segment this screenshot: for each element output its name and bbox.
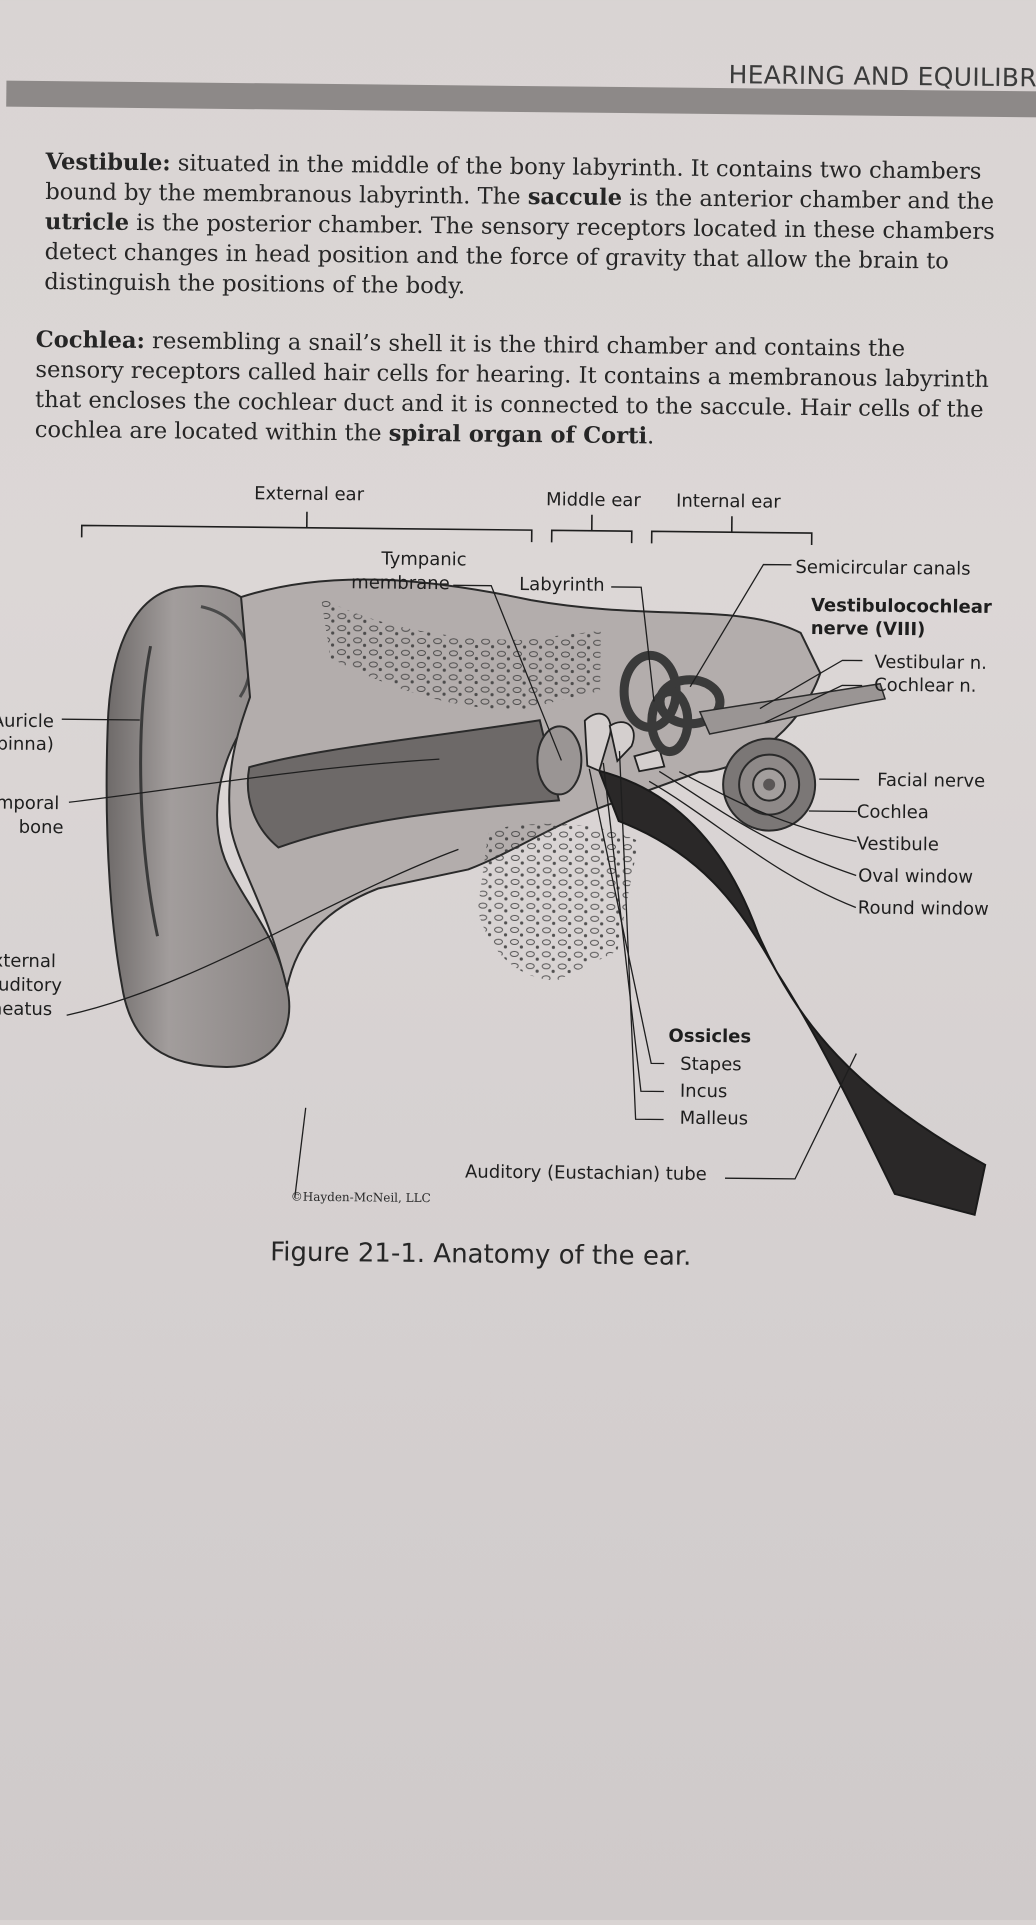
label-incus: Incus bbox=[679, 1080, 728, 1103]
vestibule-term: Vestibule: bbox=[45, 149, 171, 177]
label-tympanic-1: Tympanic bbox=[381, 548, 467, 571]
saccule-term: saccule bbox=[527, 184, 623, 212]
label-tympanic-2: membrane bbox=[351, 572, 450, 595]
ear-anatomy-illustration bbox=[61, 511, 987, 1217]
label-stapes: Stapes bbox=[680, 1053, 742, 1076]
label-temporal-1: Temporal bbox=[0, 792, 60, 815]
label-vestibulocochlear-2: nerve (VIII) bbox=[810, 618, 926, 641]
cochlea-text-2: . bbox=[646, 423, 655, 450]
label-cochlea: Cochlea bbox=[856, 801, 929, 824]
vestibule-paragraph: Vestibule: situated in the middle of the… bbox=[44, 147, 996, 307]
label-temporal-2: bone bbox=[18, 816, 64, 839]
label-eustachian-tube: Auditory (Eustachian) tube bbox=[464, 1161, 707, 1185]
cochlea-term: Cochlea: bbox=[35, 326, 146, 355]
organ-of-corti-term: spiral organ of Corti bbox=[388, 420, 648, 450]
label-vestibulocochlear-1: Vestibulocochlear bbox=[810, 595, 992, 618]
external-auditory-canal bbox=[246, 719, 561, 849]
label-cochlear-nerve: Cochlear n. bbox=[874, 674, 977, 697]
ossicles-shapes bbox=[583, 712, 666, 773]
vestibule-text-2: is the anterior chamber and the bbox=[621, 185, 995, 215]
label-auricle-1: Auricle bbox=[0, 710, 54, 733]
label-vestibule: Vestibule bbox=[856, 833, 939, 856]
label-facial-nerve: Facial nerve bbox=[877, 769, 986, 792]
label-ossicles: Ossicles bbox=[668, 1025, 752, 1048]
figure-caption: Figure 21-1. Anatomy of the ear. bbox=[270, 1237, 692, 1272]
lower-dotted-region bbox=[477, 823, 639, 981]
label-middle-ear: Middle ear bbox=[545, 489, 641, 512]
mastoid-dotted-region bbox=[321, 597, 601, 710]
leader-lines bbox=[61, 563, 863, 1198]
label-external-ear: External ear bbox=[254, 483, 365, 506]
label-labyrinth: Labyrinth bbox=[519, 573, 605, 596]
vestibule-text-3: is the posterior chamber. The sensory re… bbox=[44, 209, 995, 300]
label-auricle-2: (pinna) bbox=[0, 733, 54, 756]
label-round-window: Round window bbox=[857, 897, 989, 920]
cochlea-spiral bbox=[722, 737, 817, 832]
cochlea-paragraph: Cochlea: resembling a snail’s shell it i… bbox=[35, 325, 994, 455]
region-brackets bbox=[80, 511, 813, 546]
eustachian-tube bbox=[597, 769, 987, 1217]
tympanic-membrane bbox=[536, 725, 583, 796]
copyright-notice: ©Hayden-McNeil, LLC bbox=[290, 1189, 431, 1206]
label-internal-ear: Internal ear bbox=[675, 490, 781, 513]
label-semicircular-canals: Semicircular canals bbox=[795, 556, 971, 580]
semicircular-canals-shape bbox=[619, 650, 725, 757]
label-external-meatus-3: meatus bbox=[0, 998, 53, 1021]
running-header: HEARING AND EQUILIBRI bbox=[728, 60, 1036, 93]
label-malleus: Malleus bbox=[679, 1107, 749, 1130]
label-oval-window: Oval window bbox=[858, 865, 974, 888]
label-external-meatus-2: auditory bbox=[0, 974, 63, 997]
label-vestibular-nerve: Vestibular n. bbox=[874, 651, 988, 674]
utricle-term: utricle bbox=[44, 209, 130, 236]
label-external-meatus-1: External bbox=[0, 950, 57, 973]
